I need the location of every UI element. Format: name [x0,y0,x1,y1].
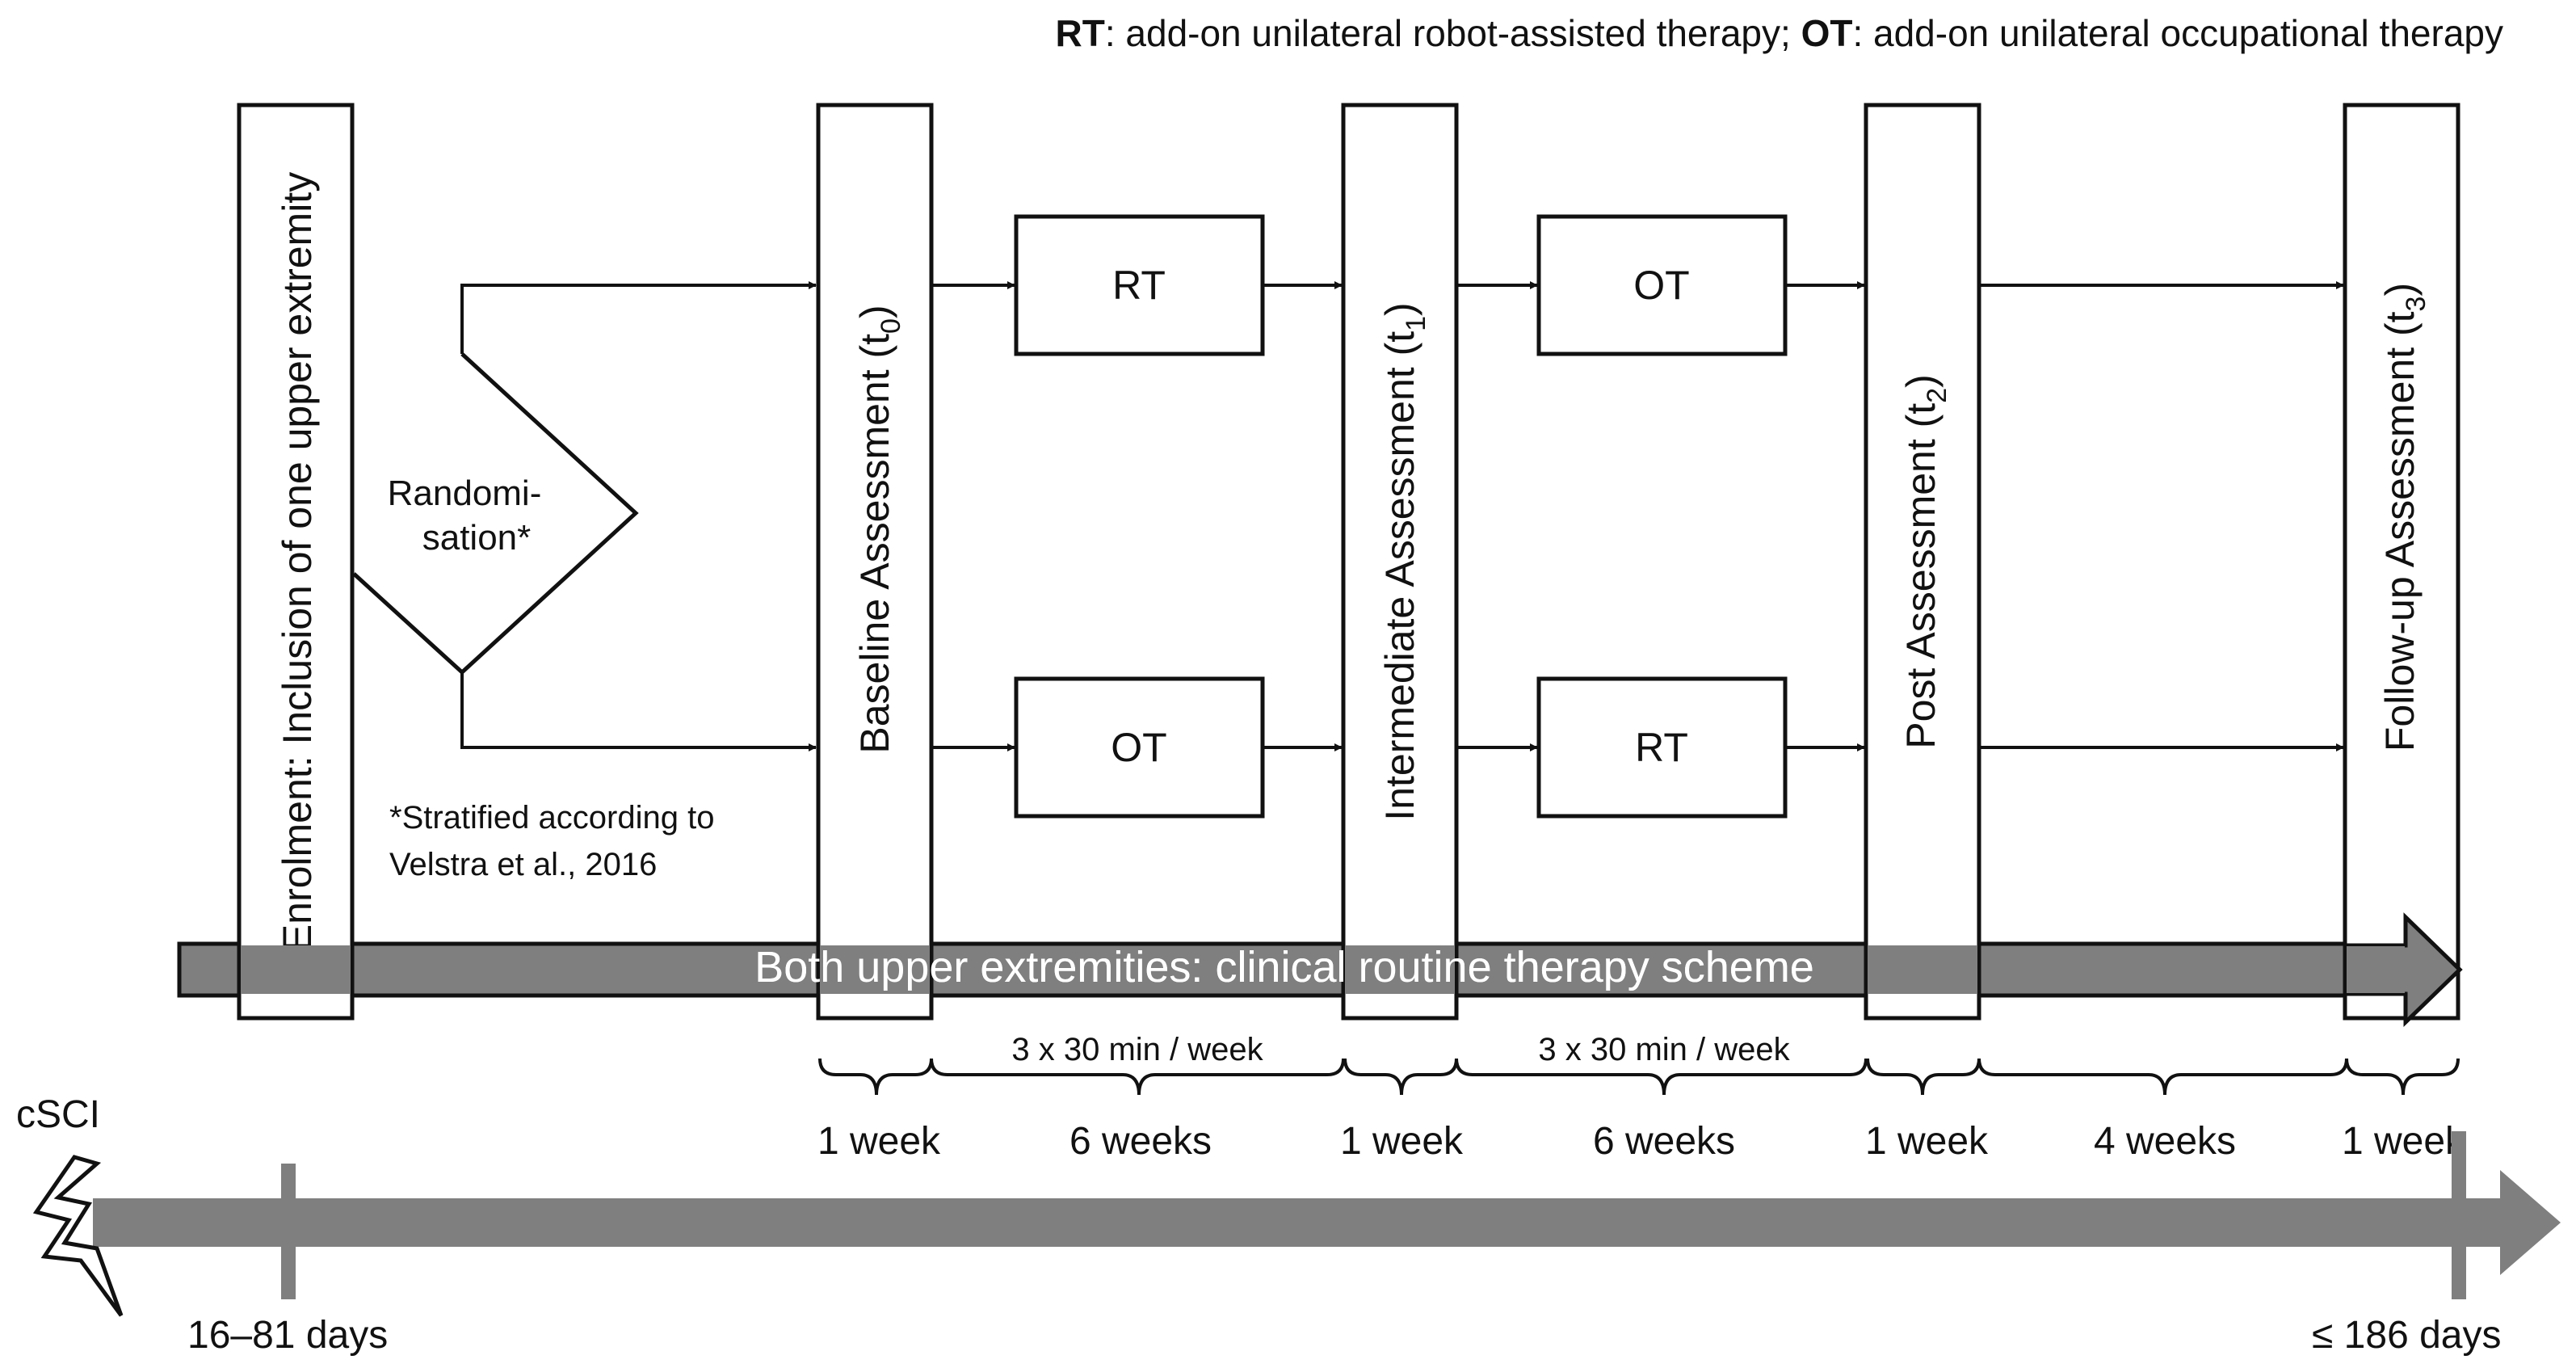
duration-label: 4 weeks [2094,1120,2236,1163]
phase1-bottom-label: OT [1111,725,1166,770]
phase2-top-label: OT [1633,263,1689,308]
duration-braces [818,1058,2460,1096]
post-assessment-label: Post Assessment (t2) [1898,374,1952,749]
followup-label-sub: 3 [2401,297,2431,312]
frequency-phase1: 3 x 30 min / week [1011,1032,1263,1067]
randomisation-line2: sation* [422,518,532,558]
brace [1866,1058,1981,1096]
timeline-end-label: ≤ 186 days [2312,1314,2502,1357]
brace [1343,1058,1458,1096]
phase1-top-label: RT [1112,263,1166,308]
branch-bottom-arrow [460,672,817,751]
baseline-assessment-label: Baseline Assessment (t0) [852,305,906,753]
followup-assessment-label: Follow-up Assessment (t3) [2377,283,2431,751]
duration-label: 6 weeks [1069,1120,1212,1163]
brace [1455,1058,1868,1096]
timeline-arrow [93,1170,2561,1275]
followup-assessment-box [2343,103,2460,1021]
brace [1977,1058,2348,1096]
post-label-sub: 2 [1922,388,1952,403]
stratification-note-line2: Velstra et al., 2016 [389,847,657,882]
frequency-phase2: 3 x 30 min / week [1538,1032,1790,1067]
duration-label: 1 week [1865,1120,1989,1163]
phase2-top-box [1536,214,1788,356]
routine-arrow-segment [1345,945,1455,994]
legend-rt-abbr: RT [1055,12,1105,54]
phase2-bottom-box [1536,676,1788,819]
duration-label: 6 weeks [1593,1120,1735,1163]
phase2-bottom-label: RT [1635,725,1688,770]
lightning-bolt-icon [32,1155,124,1317]
phase1-bottom-box [1014,676,1265,819]
baseline-label-sub: 0 [876,318,906,334]
baseline-label-text: Baseline Assessment (t [852,334,897,754]
post-assessment-box [1864,103,1981,1021]
stratification-note-line1: *Stratified according to [389,800,714,836]
timeline-start-label: 16–81 days [187,1314,388,1357]
phase1-top-box [1014,214,1265,356]
routine-arrow-segment [241,945,351,994]
duration-label: 1 week [1340,1120,1464,1163]
enrolment-box [237,103,355,1021]
randomisation-line1: Randomi- [388,474,542,513]
baseline-assessment-box [816,103,934,1021]
timeline-tick-start [281,1164,296,1299]
intermediate-assessment-label: Intermediate Assessment (t1) [1377,302,1431,820]
routine-arrow-segment [820,945,930,994]
intermediate-assessment-box [1341,103,1459,1021]
randomisation-diamond [352,352,639,676]
legend-ot-text: : add-on unilateral occupational therapy [1852,12,2503,54]
enrolment-label: Enrolment: Inclusion of one upper extrem… [275,172,320,951]
post-label-close: ) [1898,374,1944,388]
baseline-label-close: ) [852,305,897,318]
branch-top-arrow [460,281,817,354]
timeline-event-label: cSCI [16,1093,100,1136]
legend-ot-abbr: OT [1801,12,1853,54]
routine-arrow-segment [1868,945,1977,994]
intermediate-label-text: Intermediate Assessment (t [1377,331,1422,821]
brace [818,1058,933,1096]
routine-arrow-segment [2347,946,2405,993]
duration-label: 1 week [817,1120,941,1163]
intermediate-label-close: ) [1377,302,1422,316]
legend: RT: add-on unilateral robot-assisted the… [1056,11,2503,55]
post-label-text: Post Assessment (t [1898,403,1944,749]
routine-therapy-label-overlay: Both upper extremities: clinical routine… [754,943,1814,991]
duration-label: 1 week [2342,1120,2465,1163]
followup-label-close: ) [2377,283,2423,297]
followup-label-text: Follow-up Assessment (t [2377,311,2423,751]
brace [930,1058,1345,1096]
timeline-tick-end [2452,1131,2466,1299]
brace [2345,1058,2460,1096]
intermediate-label-sub: 1 [1401,316,1431,331]
legend-rt-text: : add-on unilateral robot-assisted thera… [1104,12,1801,54]
